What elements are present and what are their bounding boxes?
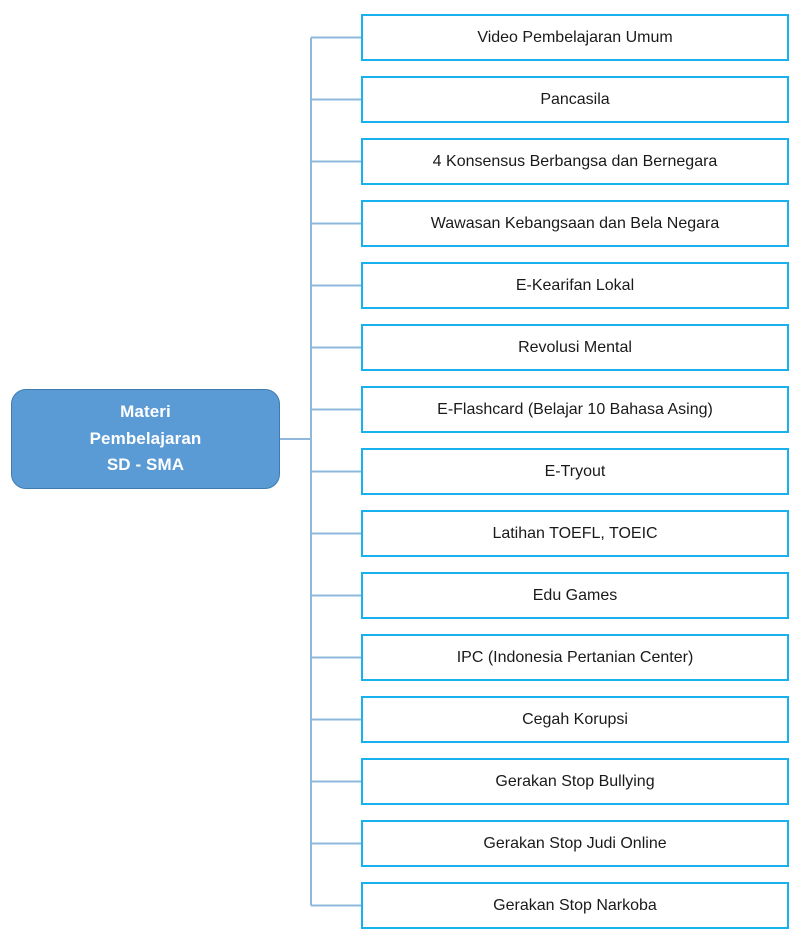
child-node[interactable]: Cegah Korupsi — [361, 696, 789, 743]
child-node[interactable]: Wawasan Kebangsaan dan Bela Negara — [361, 200, 789, 247]
root-node-label: Materi Pembelajaran SD - SMA — [90, 399, 202, 478]
child-node-label: Pancasila — [540, 90, 610, 108]
child-node-label: Gerakan Stop Narkoba — [493, 896, 657, 914]
child-node[interactable]: Edu Games — [361, 572, 789, 619]
child-node[interactable]: Latihan TOEFL, TOEIC — [361, 510, 789, 557]
root-node-line-2: Pembelajaran — [89, 428, 202, 448]
child-node[interactable]: Gerakan Stop Narkoba — [361, 882, 789, 929]
child-node[interactable]: Pancasila — [361, 76, 789, 123]
child-node-label: Cegah Korupsi — [522, 710, 628, 728]
child-node-label: IPC (Indonesia Pertanian Center) — [456, 648, 694, 666]
child-node-label: Latihan TOEFL, TOEIC — [492, 524, 658, 542]
child-node-label: 4 Konsensus Berbangsa dan Bernegara — [432, 152, 718, 170]
root-node[interactable]: Materi Pembelajaran SD - SMA — [11, 389, 280, 489]
child-node-label: Edu Games — [532, 586, 618, 604]
root-node-line-3: SD - SMA — [106, 455, 185, 475]
child-node[interactable]: Video Pembelajaran Umum — [361, 14, 789, 61]
child-node-label: Gerakan Stop Judi Online — [483, 834, 667, 852]
child-node[interactable]: Gerakan Stop Bullying — [361, 758, 789, 805]
root-node-line-1: Materi — [120, 402, 171, 422]
child-node-label: E-Tryout — [544, 462, 606, 480]
child-node[interactable]: 4 Konsensus Berbangsa dan Bernegara — [361, 138, 789, 185]
child-node[interactable]: IPC (Indonesia Pertanian Center) — [361, 634, 789, 681]
child-node[interactable]: E-Kearifan Lokal — [361, 262, 789, 309]
child-node-label: Revolusi Mental — [518, 338, 632, 356]
child-node-label: Wawasan Kebangsaan dan Bela Negara — [430, 214, 720, 232]
child-node[interactable]: E-Flashcard (Belajar 10 Bahasa Asing) — [361, 386, 789, 433]
child-node-label: Video Pembelajaran Umum — [477, 28, 673, 46]
child-node-label: E-Kearifan Lokal — [515, 276, 635, 294]
child-node[interactable]: Revolusi Mental — [361, 324, 789, 371]
child-node[interactable]: E-Tryout — [361, 448, 789, 495]
child-node-label: Gerakan Stop Bullying — [495, 772, 655, 790]
child-node[interactable]: Gerakan Stop Judi Online — [361, 820, 789, 867]
child-node-label: E-Flashcard (Belajar 10 Bahasa Asing) — [437, 400, 713, 418]
